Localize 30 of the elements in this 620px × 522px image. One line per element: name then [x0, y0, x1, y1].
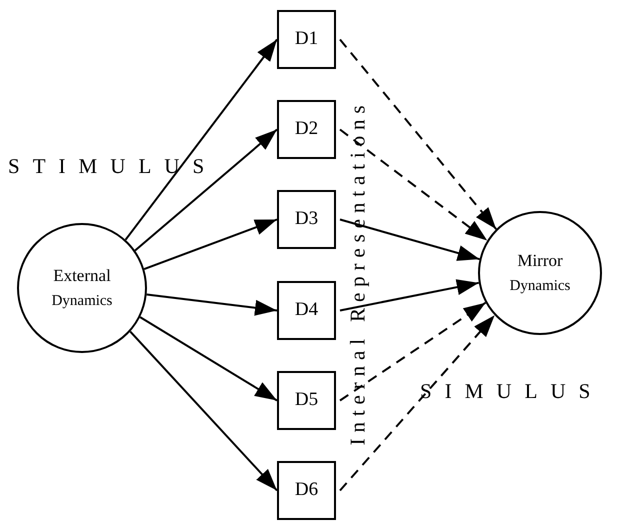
node-label: Dynamics: [510, 277, 570, 296]
arrow: [124, 38, 278, 240]
arrow: [339, 128, 488, 242]
box-node: [277, 10, 336, 69]
arrow: [146, 293, 278, 316]
arrow: [339, 38, 497, 230]
arrow: [134, 128, 278, 252]
box-node: [277, 281, 336, 340]
arrow: [339, 302, 486, 402]
node-label: D4: [294, 298, 318, 322]
arrow: [340, 218, 480, 261]
arrow: [339, 314, 496, 492]
arrow: [144, 218, 278, 270]
node-label: D6: [294, 478, 318, 502]
box-node: [277, 461, 336, 520]
spaced-label: SIMULUS: [420, 381, 604, 402]
arrow: [140, 316, 278, 402]
node-label: D5: [294, 388, 318, 412]
box-node: [277, 100, 336, 159]
node-label: D2: [294, 117, 318, 142]
node-label: D3: [294, 207, 318, 232]
vertical-label: Internal Representations: [348, 98, 368, 448]
node-label: Mirror: [517, 250, 563, 272]
arrow: [130, 330, 278, 492]
arrow: [340, 279, 479, 312]
node-label: D1: [294, 27, 318, 52]
box-node: [277, 190, 336, 249]
box-node: [277, 371, 336, 430]
node-label: Dynamics: [52, 292, 112, 311]
node-label: External: [53, 265, 111, 287]
